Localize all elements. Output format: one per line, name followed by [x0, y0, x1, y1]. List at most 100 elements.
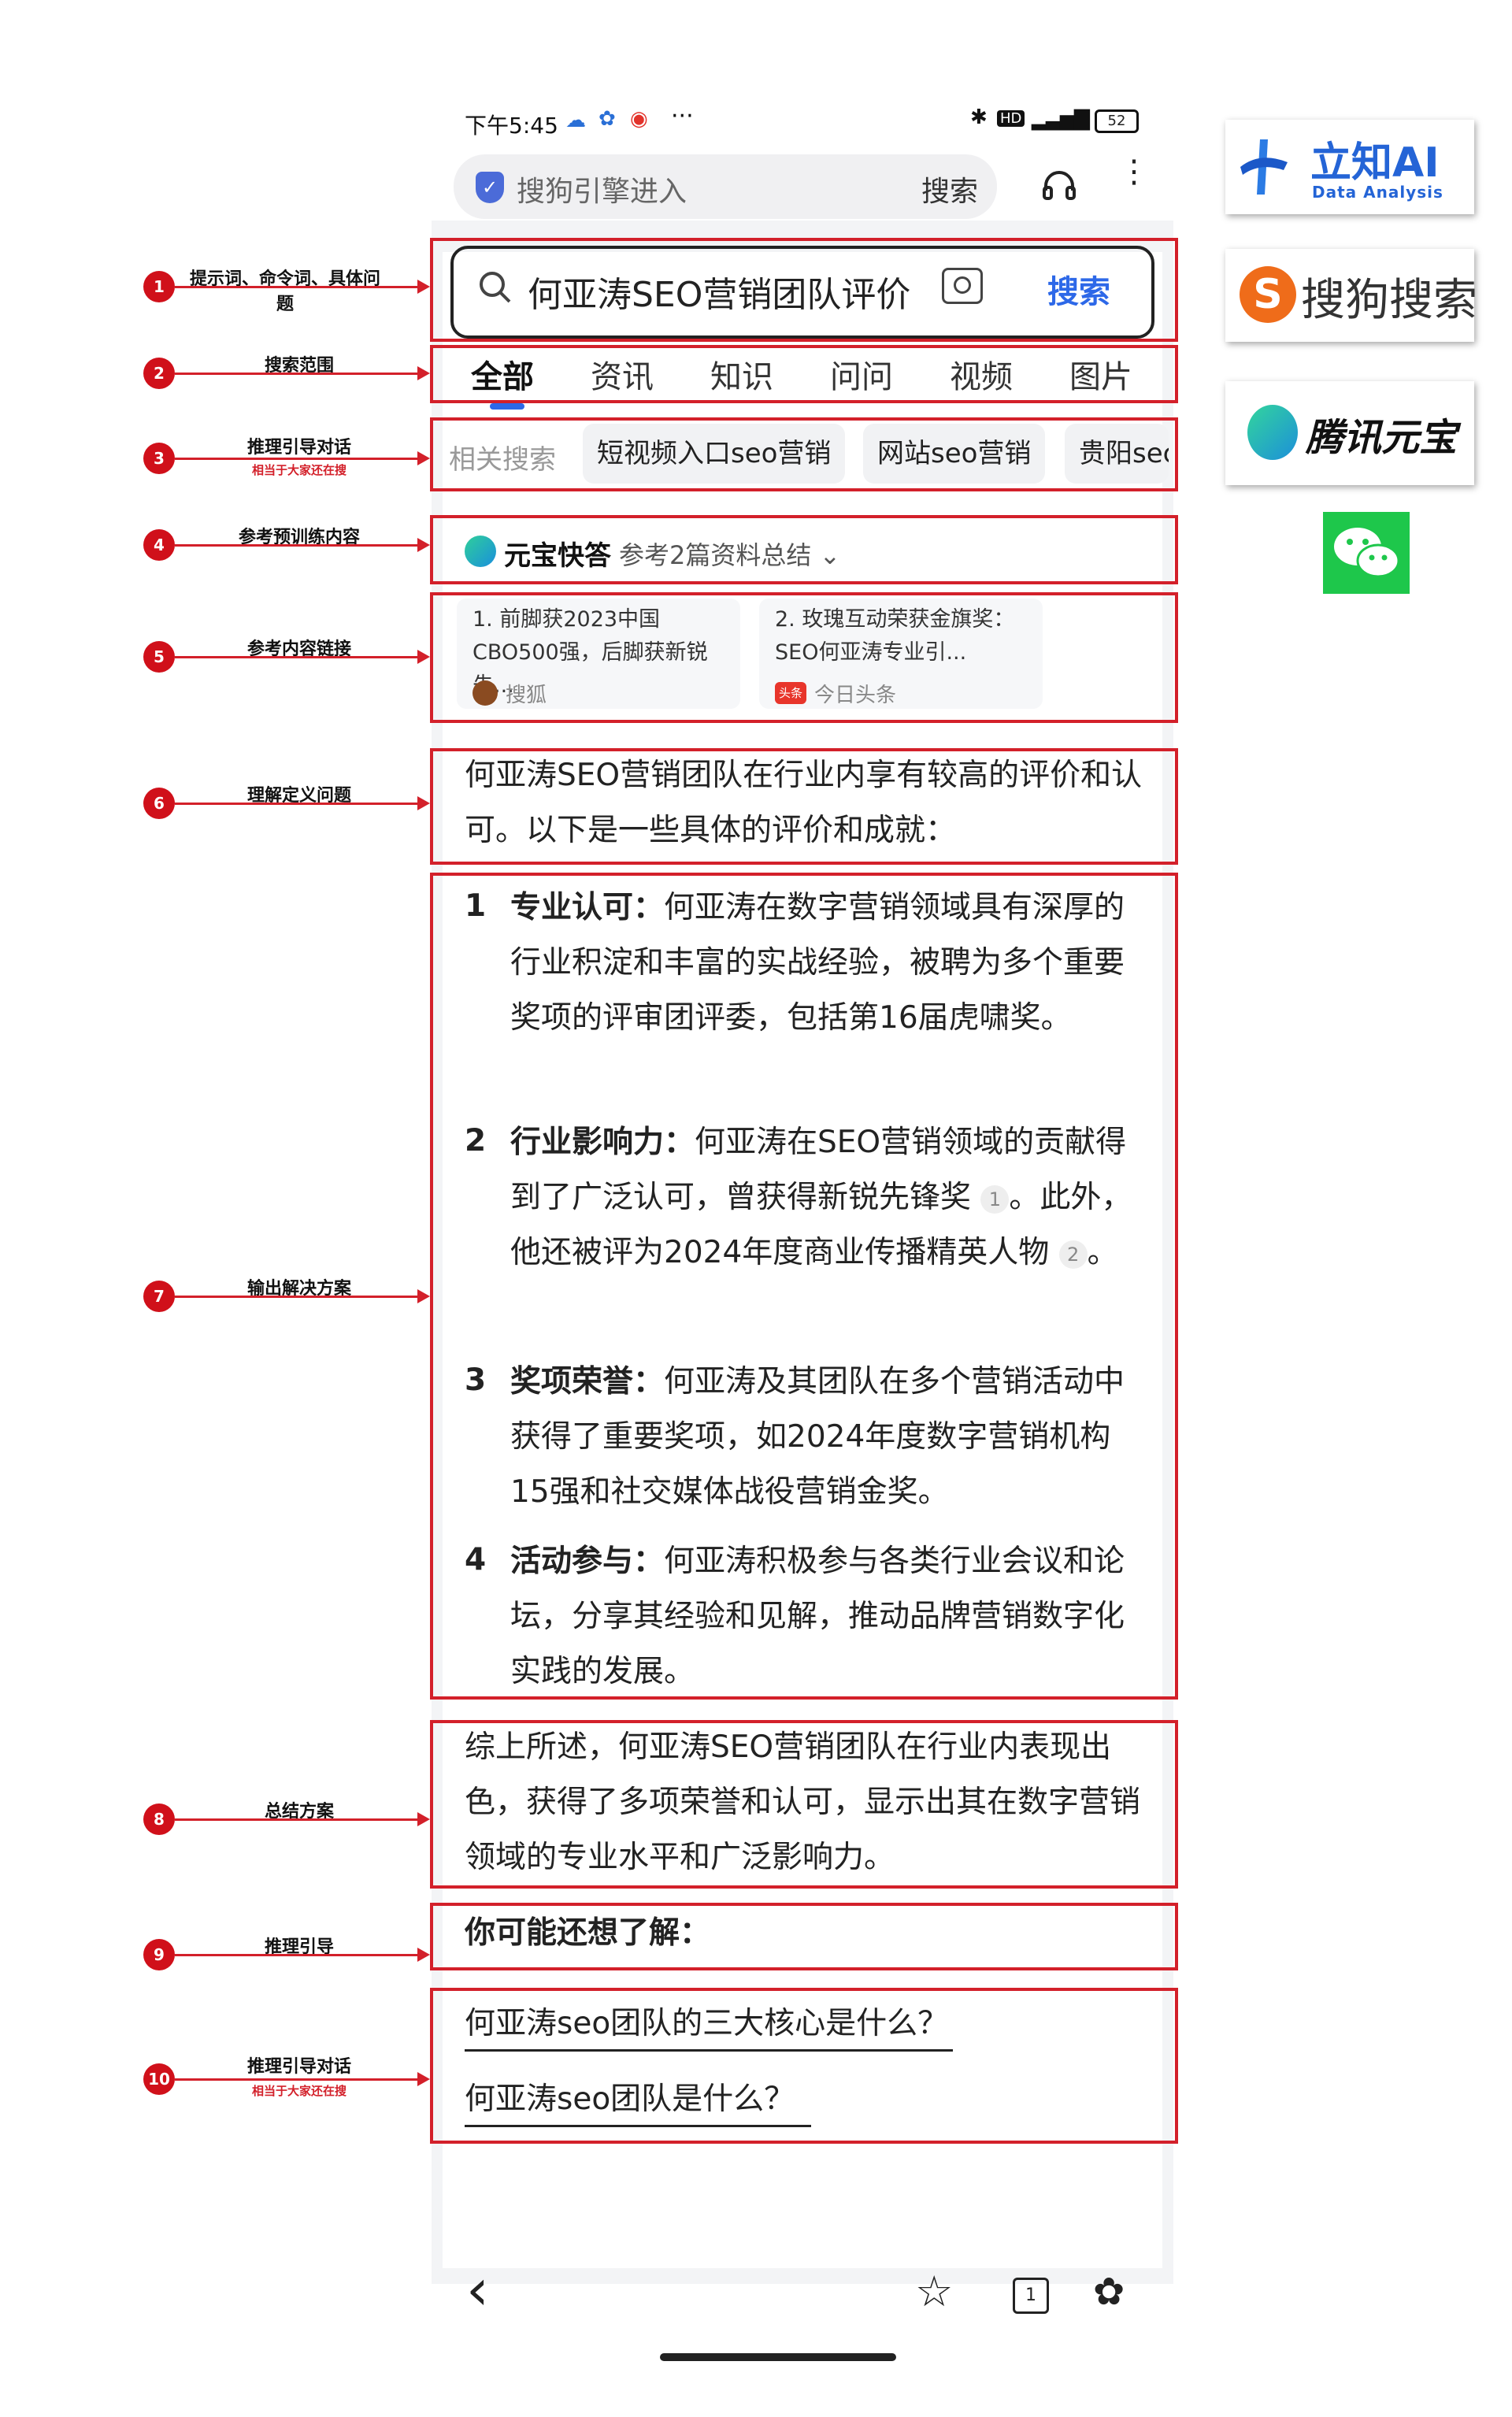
- tencent-yuanbao-name: 腾讯元宝: [1306, 416, 1458, 460]
- toutiao-source-icon: 头条: [775, 682, 806, 704]
- annotation-label: 推理引导对话: [246, 438, 351, 458]
- lizhi-name: 立知AI: [1310, 139, 1440, 187]
- annotation-label: 参考预训练内容: [238, 528, 360, 547]
- annotation-label: 搜索范围: [264, 356, 334, 376]
- list-item-title: 专业认可：: [510, 890, 665, 925]
- camera-icon[interactable]: [942, 268, 983, 304]
- annotation-number-badge: 6: [143, 788, 175, 819]
- annotation-box-7: [430, 873, 1178, 1700]
- suggested-question-link[interactable]: 何亚涛seo团队是什么？: [465, 2074, 811, 2127]
- annotation-arrow: [175, 1954, 419, 1956]
- reference-card[interactable]: [759, 599, 1043, 709]
- annotation-box-6: [430, 748, 1178, 865]
- citation-marker[interactable]: 1: [980, 1184, 1010, 1214]
- annotation-number-badge: 3: [143, 443, 175, 474]
- yuanbao-mark-icon: [1247, 405, 1298, 460]
- tab-knowledge[interactable]: 知识: [710, 359, 773, 395]
- annotation-box-1: [430, 238, 1178, 342]
- annotation-box-4: [430, 515, 1178, 584]
- address-bar[interactable]: [454, 154, 997, 219]
- search-box[interactable]: [450, 246, 1154, 339]
- yuanbao-logo-icon: [465, 536, 496, 567]
- list-item: 活动参与：何亚涛积极参与各类行业会议和论坛，分享其经验和见解，推动品牌营销数字化…: [510, 1534, 1148, 1700]
- more-menu-icon[interactable]: ⋮: [1118, 154, 1150, 190]
- status-time: 下午5:45: [465, 113, 558, 139]
- annotation-box-2: [430, 345, 1178, 403]
- annotation-number-badge: 10: [143, 2063, 175, 2095]
- list-item-text: 何亚涛积极参与各类行业会议和论坛，分享其经验和见解，推动品牌营销数字化实践的发展…: [510, 1544, 1125, 1689]
- list-number: 1: [465, 888, 487, 924]
- list-number: 4: [465, 1542, 487, 1577]
- suggested-question-link[interactable]: 何亚涛seo团队的三大核心是什么？: [465, 1999, 953, 2052]
- battery-indicator: 52: [1095, 109, 1139, 133]
- citation-marker[interactable]: 2: [1058, 1240, 1088, 1269]
- home-indicator[interactable]: [660, 2353, 896, 2361]
- annotation-number-badge: 1: [143, 271, 175, 302]
- annotation-arrowhead: [417, 650, 430, 664]
- tab-wenwen[interactable]: 问问: [830, 359, 893, 395]
- annotation-arrowhead: [417, 1289, 430, 1303]
- sogou-name: 搜狗搜索: [1301, 275, 1477, 326]
- related-chip[interactable]: 网站seo营销: [863, 424, 1046, 484]
- annotation-number-badge: 5: [143, 641, 175, 673]
- answer-intro: 何亚涛SEO营销团队在行业内享有较高的评价和认可。以下是一些具体的评价和成就：: [465, 758, 1143, 848]
- tab-images[interactable]: 图片: [1069, 359, 1132, 395]
- list-item-title: 奖项荣誉：: [510, 1364, 665, 1399]
- annotation-box-9: [430, 1903, 1178, 1970]
- tab-all[interactable]: 全部: [471, 359, 534, 395]
- tab-news[interactable]: 资讯: [591, 359, 654, 395]
- annotation-arrow: [175, 803, 419, 805]
- annotation-arrowhead: [417, 366, 430, 380]
- annotation-number-badge: 4: [143, 529, 175, 561]
- yuanbao-ref-toggle[interactable]: 参考2篇资料总结 ⌄: [619, 540, 841, 570]
- related-chip[interactable]: 短视频入口seo营销: [583, 424, 846, 484]
- headphones-icon[interactable]: [1040, 165, 1079, 213]
- annotation-number-badge: 2: [143, 358, 175, 389]
- annotation-arrowhead: [417, 1812, 430, 1826]
- annotation-label: 理解定义问题: [246, 786, 351, 806]
- annotation-number-badge: 7: [143, 1281, 175, 1312]
- star-icon[interactable]: ☆: [915, 2267, 954, 2316]
- annotation-box-5: [430, 592, 1178, 723]
- annotation-number-badge: 8: [143, 1803, 175, 1835]
- annotation-arrowhead: [417, 451, 430, 465]
- answer-summary: 综上所述，何亚涛SEO营销团队在行业内表现出色，获得了多项荣誉和认可，显示出其在…: [465, 1729, 1141, 1875]
- annotation-label: 提示词、命令词、具体问题: [189, 269, 380, 314]
- annotation-arrowhead: [417, 2072, 430, 2086]
- back-icon[interactable]: ‹: [466, 2256, 489, 2322]
- list-item-text: 。此外，他还被评为2024年度商业传播精英人物: [510, 1180, 1132, 1270]
- annotation-sub-label: 相当于大家还在搜: [251, 2084, 346, 2098]
- list-item-title: 活动参与：: [510, 1544, 665, 1579]
- address-text[interactable]: 搜狗引擎进入: [517, 176, 687, 208]
- annotation-label: 参考内容链接: [246, 639, 351, 659]
- overflow-dots: ···: [671, 102, 694, 130]
- list-item-text: 何亚涛及其团队在多个营销活动中获得了重要奖项，如2024年度数字营销机构15强和…: [510, 1364, 1125, 1510]
- list-item: 奖项荣誉：何亚涛及其团队在多个营销活动中获得了重要奖项，如2024年度数字营销机…: [510, 1355, 1148, 1520]
- address-search-button[interactable]: 搜索: [921, 176, 979, 208]
- paw-home-icon[interactable]: ✿: [1093, 2270, 1125, 2314]
- cloud-icon: ☁: [565, 109, 586, 132]
- list-item-text: 何亚涛在数字营销领域具有深厚的行业积淀和丰富的实战经验，被聘为多个重要奖项的评审…: [510, 890, 1125, 1036]
- shield-check-icon: ✓: [476, 172, 504, 203]
- search-input[interactable]: 何亚涛SEO营销团队评价: [528, 275, 911, 315]
- annotation-arrow: [175, 656, 419, 658]
- related-search-label: 相关搜索: [449, 444, 556, 476]
- annotation-arrow: [175, 458, 419, 460]
- list-number: 3: [465, 1362, 487, 1398]
- related-chip[interactable]: 贵阳sec: [1065, 424, 1169, 484]
- tab-video[interactable]: 视频: [950, 359, 1013, 395]
- tabs-count-button[interactable]: 1: [1013, 2278, 1049, 2314]
- annotation-arrowhead: [417, 538, 430, 552]
- sohu-source-icon: [472, 680, 498, 706]
- annotation-number-badge: 9: [143, 1939, 175, 1970]
- reference-source: 今日头条: [814, 684, 897, 707]
- tab-active-indicator: [490, 403, 524, 410]
- reference-card[interactable]: [457, 599, 740, 709]
- signal-icon: ▂▃▅▇: [1032, 107, 1090, 131]
- paw-icon: ✿: [598, 107, 616, 131]
- annotation-label: 总结方案: [264, 1802, 334, 1822]
- search-button[interactable]: 搜索: [1047, 274, 1110, 310]
- lizhi-sub: Data Analysis: [1312, 183, 1443, 202]
- annotation-arrow: [175, 1818, 419, 1821]
- wechat-logo: [1323, 512, 1410, 594]
